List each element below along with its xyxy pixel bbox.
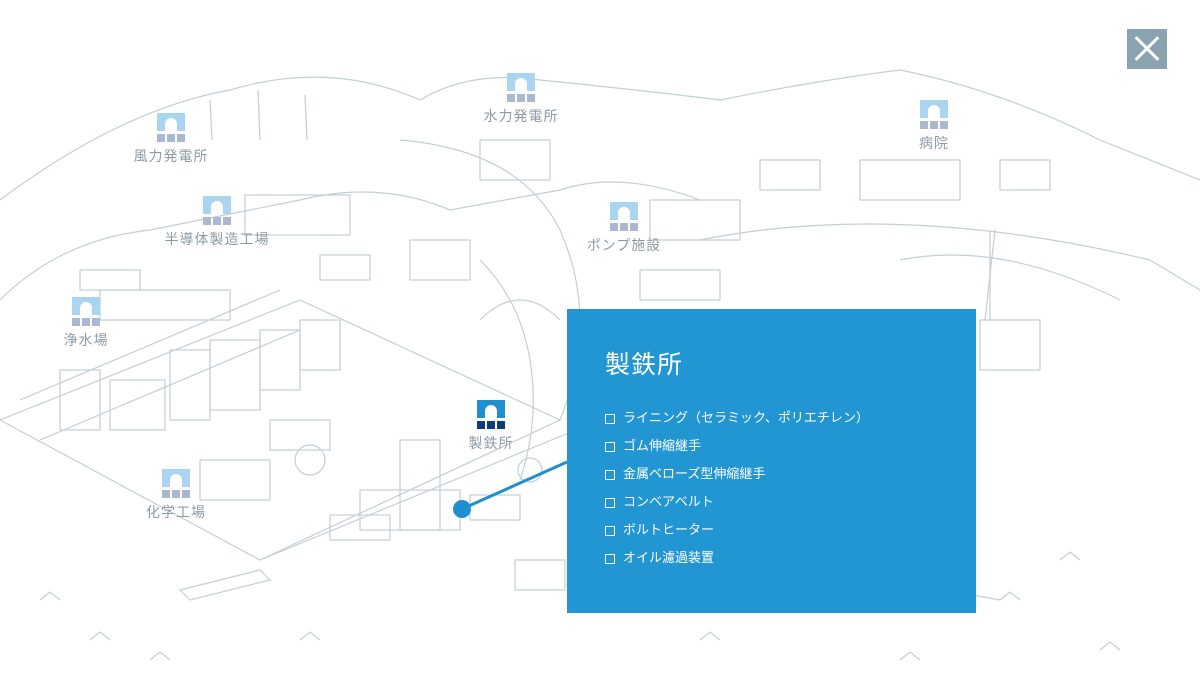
- marker-steel-mill[interactable]: 製鉄所: [431, 400, 551, 453]
- product-list: ライニング（セラミック、ポリエチレン） ゴム伸縮継手 金属ベローズ型伸縮継手 コ…: [605, 405, 869, 573]
- marker-label: 病院: [919, 136, 949, 152]
- checkbox-icon: [605, 554, 615, 564]
- marker-label: ポンプ施設: [586, 238, 662, 254]
- marker-label: 化学工場: [146, 505, 206, 521]
- product-item[interactable]: コンベアベルト: [605, 489, 869, 517]
- product-item[interactable]: ゴム伸縮継手: [605, 433, 869, 461]
- marker-hospital[interactable]: 病院: [874, 100, 994, 153]
- checkbox-icon: [605, 414, 615, 424]
- panel-title: 製鉄所: [605, 350, 684, 379]
- product-label: ライニング（セラミック、ポリエチレン）: [623, 411, 869, 426]
- marker-pump[interactable]: ポンプ施設: [564, 202, 684, 255]
- product-label: ゴム伸縮継手: [623, 439, 702, 454]
- facility-icon: [610, 202, 638, 232]
- facility-icon: [203, 196, 231, 226]
- location-dot: [453, 500, 471, 518]
- facility-icon: [477, 400, 505, 430]
- marker-label: 製鉄所: [468, 436, 514, 452]
- facility-detail-panel: 製鉄所 ライニング（セラミック、ポリエチレン） ゴム伸縮継手 金属ベローズ型伸縮…: [567, 309, 976, 613]
- checkbox-icon: [605, 498, 615, 508]
- product-label: コンベアベルト: [623, 495, 714, 510]
- marker-label: 浄水場: [63, 333, 109, 349]
- marker-label: 半導体製造工場: [164, 232, 270, 248]
- product-label: 金属ベローズ型伸縮継手: [623, 467, 766, 482]
- marker-label: 水力発電所: [483, 109, 559, 125]
- close-button[interactable]: [1127, 29, 1167, 69]
- marker-label: 風力発電所: [133, 149, 209, 165]
- marker-water-treatment[interactable]: 浄水場: [26, 297, 146, 350]
- product-item[interactable]: オイル濾過装置: [605, 545, 869, 573]
- facility-icon: [920, 100, 948, 130]
- facility-icon: [507, 73, 535, 103]
- facility-icon: [162, 469, 190, 499]
- product-label: ボルトヒーター: [623, 523, 715, 538]
- product-item[interactable]: ライニング（セラミック、ポリエチレン）: [605, 405, 869, 433]
- product-item[interactable]: 金属ベローズ型伸縮継手: [605, 461, 869, 489]
- marker-chemical-plant[interactable]: 化学工場: [116, 469, 236, 522]
- checkbox-icon: [605, 526, 615, 536]
- checkbox-icon: [605, 442, 615, 452]
- product-label: オイル濾過装置: [623, 551, 715, 566]
- facility-icon: [72, 297, 100, 327]
- checkbox-icon: [605, 470, 615, 480]
- facility-icon: [157, 113, 185, 143]
- marker-wind-power[interactable]: 風力発電所: [111, 113, 231, 166]
- product-item[interactable]: ボルトヒーター: [605, 517, 869, 545]
- marker-semiconductor[interactable]: 半導体製造工場: [157, 196, 277, 249]
- connector-line: [461, 460, 568, 511]
- marker-hydro-power[interactable]: 水力発電所: [461, 73, 581, 126]
